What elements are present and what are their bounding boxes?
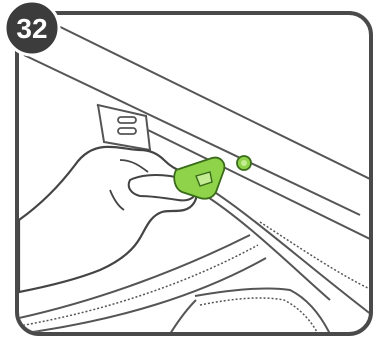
green-button-center <box>241 160 247 166</box>
step-number: 32 <box>16 13 47 44</box>
